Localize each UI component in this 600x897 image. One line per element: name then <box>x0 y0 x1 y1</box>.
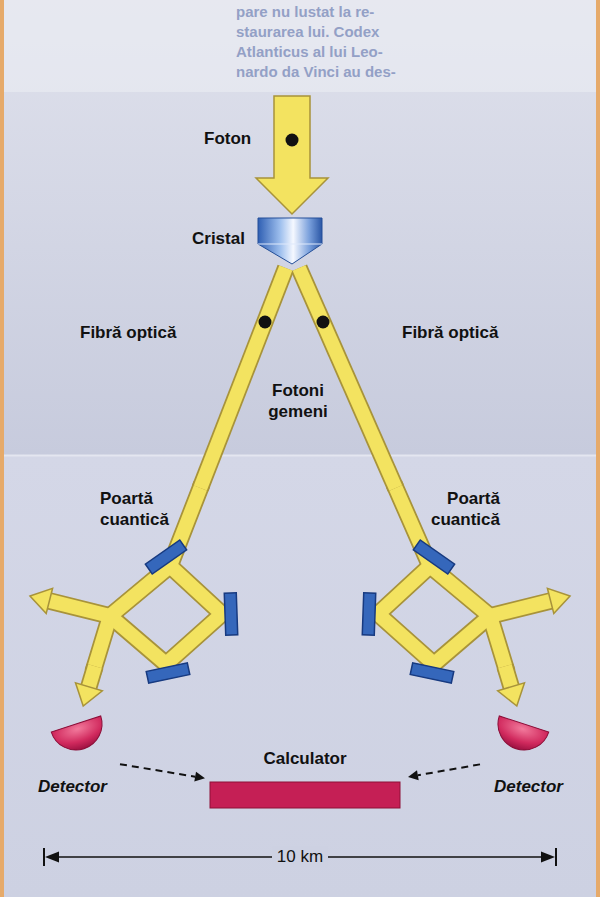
connectors <box>89 268 511 777</box>
mirror <box>362 593 375 635</box>
signal-line <box>120 764 195 777</box>
gate-beams-outline <box>49 484 550 672</box>
gate-label: Poartă cuantică <box>420 488 500 531</box>
dimension-label: 10 km <box>272 846 328 867</box>
fiber-label: Fibră optică <box>402 322 498 343</box>
ground <box>0 0 600 455</box>
twin-photons-label: Fotoni gemeni <box>262 380 334 423</box>
optical-fiber-beam <box>299 268 396 488</box>
gate-beams <box>49 484 550 672</box>
frame-edge <box>596 0 600 897</box>
frame-edge <box>0 0 4 897</box>
scan-fold <box>0 455 600 457</box>
dimension-arrowhead <box>541 852 555 863</box>
arrowhead <box>498 683 525 706</box>
mirror <box>146 663 190 683</box>
beam-arrowhead <box>30 588 53 613</box>
beam <box>49 566 222 664</box>
dimension-tick <box>555 848 557 866</box>
computer-bar: Calculator <box>205 748 408 812</box>
photon-arrow <box>256 96 328 214</box>
mirrors <box>145 540 454 683</box>
background-text: pare nu lustat la re- staurarea lui. Cod… <box>236 2 401 82</box>
optical-fiber-beam <box>505 666 511 687</box>
beam-outline <box>505 666 511 687</box>
optical-fiber-beam <box>200 268 285 488</box>
detector-label: Detector <box>38 776 107 797</box>
detector: Detector <box>28 706 120 802</box>
dimension-tick <box>43 848 45 866</box>
quantum-gate: Poartă cuantică <box>365 488 505 678</box>
detector: Detector <box>480 706 572 802</box>
dimension-arrowhead <box>45 852 59 863</box>
mirror <box>410 663 454 683</box>
crystal-body <box>258 218 322 264</box>
ground <box>0 0 600 92</box>
crystal-edge <box>258 244 322 245</box>
arrowhead <box>408 770 419 780</box>
computer-label: Calculator <box>205 748 405 769</box>
ground <box>0 455 600 897</box>
photon-dot <box>317 316 330 329</box>
beam <box>378 566 551 664</box>
beam-arrowhead <box>547 588 570 613</box>
fiber-label: Fibră optică <box>80 322 176 343</box>
beam <box>378 566 551 664</box>
beam <box>49 566 222 664</box>
optical-fiber-beam <box>89 666 95 687</box>
beam-outline <box>299 268 396 488</box>
crystal-label: Cristal <box>192 228 245 249</box>
gate-label: Poartă cuantică <box>100 488 180 531</box>
beam-outline <box>89 666 95 687</box>
photon-dot <box>259 316 272 329</box>
beam-outline <box>200 268 285 488</box>
photon-label: Foton <box>204 128 251 149</box>
detector-label: Detector <box>494 776 563 797</box>
signal-line <box>418 764 480 775</box>
quantum-gate: Poartă cuantică <box>95 488 235 678</box>
mirror <box>224 593 237 635</box>
crystal: Cristal <box>188 212 328 268</box>
beam-splitter <box>413 540 454 574</box>
detector-dome <box>491 716 548 757</box>
photon-dot <box>286 134 299 147</box>
arrowheads <box>76 683 525 782</box>
detector-dome <box>51 716 108 757</box>
arrowhead <box>194 772 205 782</box>
beam-splitter <box>145 540 186 574</box>
computer-body <box>210 782 400 808</box>
arrowhead <box>76 683 103 706</box>
